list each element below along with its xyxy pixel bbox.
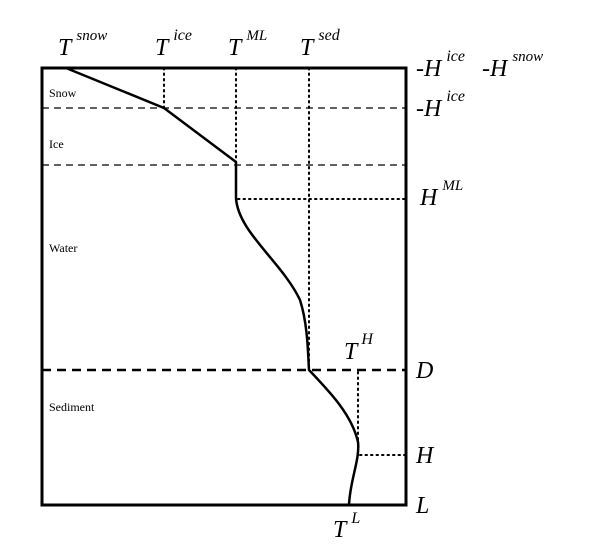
- temperature-profile-curve: [65, 66, 360, 506]
- diagram-frame: [40, 66, 408, 507]
- h-label: H: [415, 443, 435, 469]
- layer-ice-label: Ice: [49, 137, 64, 151]
- l-label: L: [415, 493, 429, 519]
- d-label: D: [415, 358, 433, 384]
- layer-snow-label: Snow: [49, 86, 77, 100]
- layer-water-label: Water: [49, 241, 77, 255]
- layer-sediment-label: Sediment: [49, 400, 95, 414]
